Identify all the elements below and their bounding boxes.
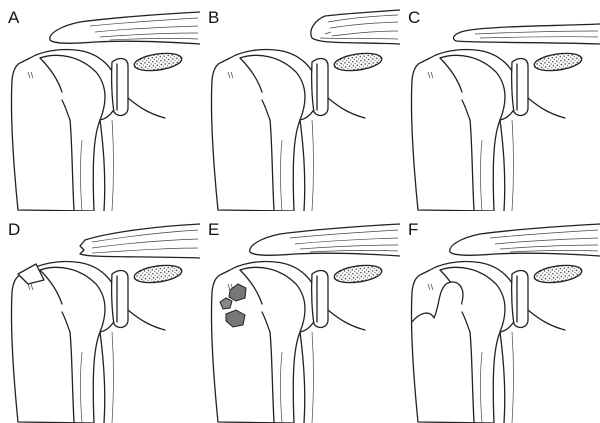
panel-label: A bbox=[8, 8, 20, 27]
panel-f: F bbox=[400, 212, 600, 423]
panel-e: E bbox=[200, 212, 400, 423]
shoulder-torn-tendon-illustration bbox=[10, 223, 200, 423]
shoulder-irregular-head-illustration bbox=[410, 223, 600, 423]
shoulder-frayed-tendon-illustration bbox=[210, 9, 400, 211]
panel-c: C bbox=[400, 0, 600, 211]
shoulder-thin-tendon-illustration bbox=[410, 23, 600, 211]
shoulder-normal-illustration bbox=[10, 11, 200, 211]
panel-label: E bbox=[208, 220, 220, 239]
panel-label: D bbox=[8, 220, 21, 239]
panel-b: B bbox=[200, 0, 400, 211]
shoulder-calcific-deposits-illustration bbox=[210, 223, 400, 423]
panel-label: F bbox=[408, 220, 419, 239]
panel-label: C bbox=[408, 8, 421, 27]
panel-label: B bbox=[208, 8, 220, 27]
panel-a: A bbox=[0, 0, 200, 211]
panel-d: D bbox=[0, 212, 200, 423]
